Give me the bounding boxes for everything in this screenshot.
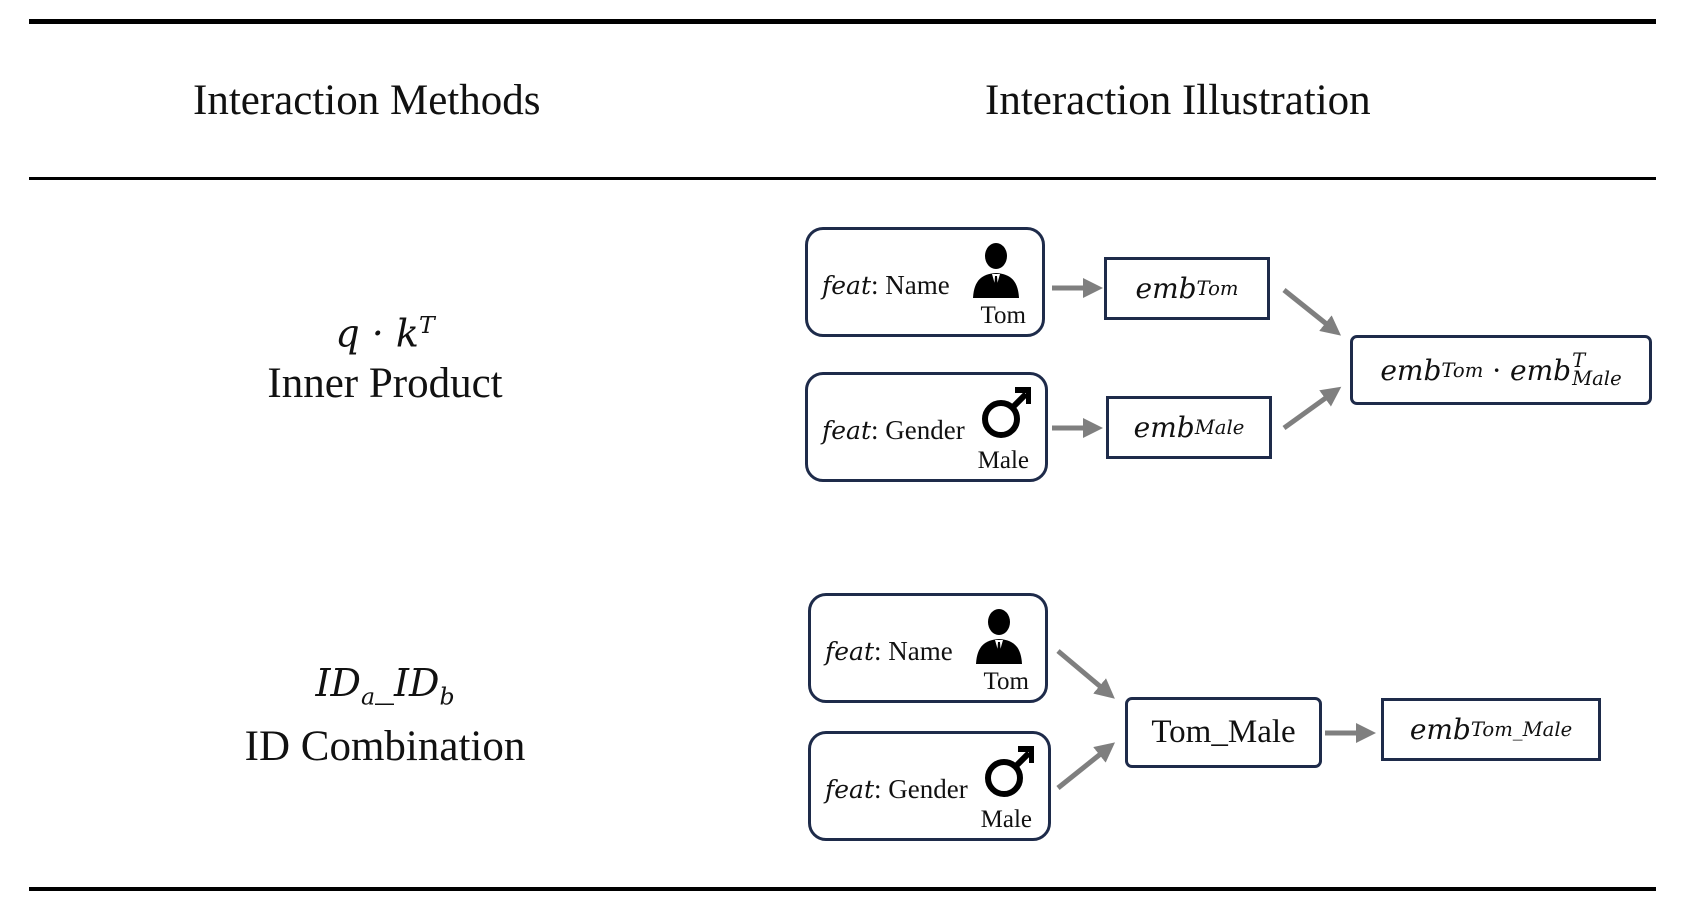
feature-box-name: feat: Name Tom bbox=[808, 593, 1048, 703]
arrow-emb-tom-to-result bbox=[1282, 288, 1342, 336]
arrow-name-to-combined bbox=[1056, 649, 1115, 699]
feature-label: feat: Name bbox=[825, 636, 953, 666]
person-icon bbox=[976, 609, 1022, 664]
bottom-rule bbox=[29, 887, 1656, 891]
method-formula: IDa_IDb bbox=[315, 661, 455, 711]
feature-label: feat: Gender bbox=[825, 774, 968, 804]
person-icon bbox=[973, 243, 1019, 298]
method-name: ID Combination bbox=[244, 722, 526, 770]
feature-value: Tom bbox=[983, 668, 1029, 695]
method-name: Inner Product bbox=[267, 359, 503, 407]
method-formula: q · kT bbox=[335, 311, 435, 356]
feature-label: feat: Gender bbox=[822, 415, 965, 445]
header-rule bbox=[29, 177, 1656, 180]
arrow-emb-male-to-result bbox=[1282, 386, 1342, 431]
method-inner-product: q · kT Inner Product bbox=[100, 300, 670, 409]
feature-box-gender: feat: Gender Male bbox=[808, 731, 1051, 841]
feature-value: Male bbox=[977, 447, 1029, 474]
feature-box-gender: feat: Gender Male bbox=[805, 372, 1048, 482]
arrow-gender-to-combined bbox=[1056, 742, 1116, 790]
header-interaction-methods: Interaction Methods bbox=[193, 77, 541, 124]
header-interaction-illustration: Interaction Illustration bbox=[985, 77, 1371, 124]
male-symbol-icon bbox=[985, 746, 1034, 797]
feature-label: feat: Name bbox=[822, 270, 950, 300]
feature-value: Tom bbox=[980, 302, 1026, 329]
method-id-combination: IDa_IDb ID Combination bbox=[100, 658, 670, 772]
combined-id-box: Tom_Male bbox=[1125, 697, 1322, 768]
feature-box-name: feat: Name Tom bbox=[805, 227, 1045, 337]
male-symbol-icon bbox=[982, 387, 1031, 438]
feature-value: Male bbox=[980, 806, 1032, 833]
top-rule bbox=[29, 19, 1656, 24]
